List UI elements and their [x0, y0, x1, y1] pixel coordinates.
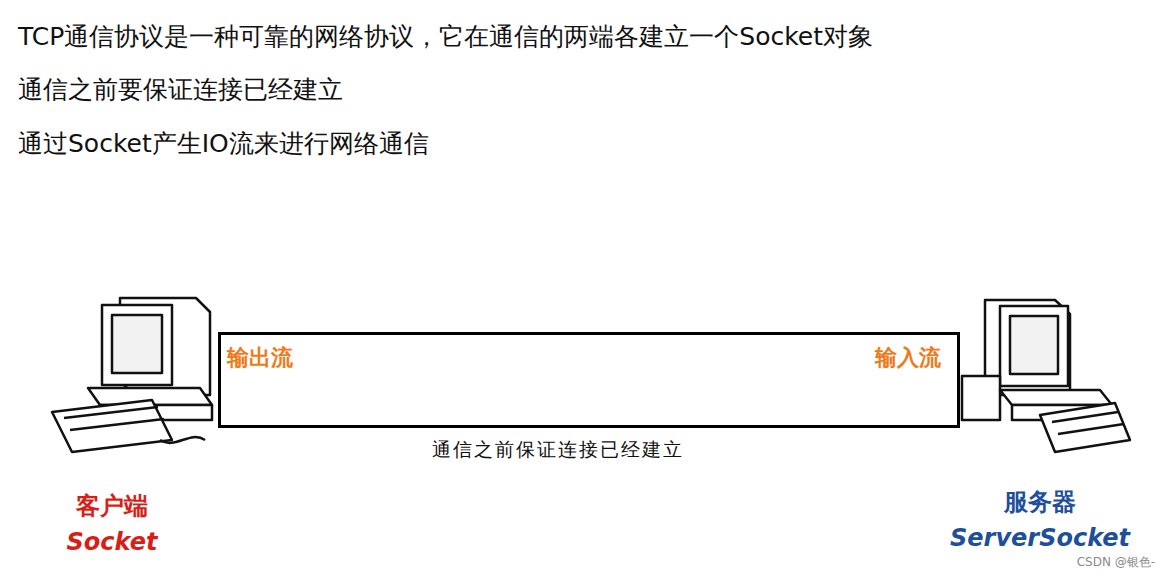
client-label: 客户端: [76, 488, 148, 524]
output-stream-label: 输出流: [227, 343, 293, 373]
server-socket: 服务器ServerSocket: [935, 290, 1145, 556]
socket-label: Socket: [67, 524, 158, 560]
server-label: 服务器: [1004, 484, 1076, 520]
intro-line: 通信之前要保证连接已经建立: [18, 73, 343, 106]
input-stream-label: 输入流: [875, 343, 941, 373]
serversocket-label: ServerSocket: [950, 520, 1130, 556]
client-socket: 客户端Socket: [22, 290, 202, 560]
client-computer: [52, 298, 212, 452]
server-computer: [962, 300, 1130, 452]
connection-note: 通信之前保证连接已经建立: [432, 437, 684, 463]
intro-line: TCP通信协议是一种可靠的网络协议，它在通信的两端各建立一个Socket对象: [18, 20, 873, 53]
watermark: CSDN @银色-: [1077, 554, 1155, 571]
intro-line: 通过Socket产生IO流来进行网络通信: [18, 127, 429, 160]
stream-channel: 输出流 输入流: [218, 332, 960, 428]
